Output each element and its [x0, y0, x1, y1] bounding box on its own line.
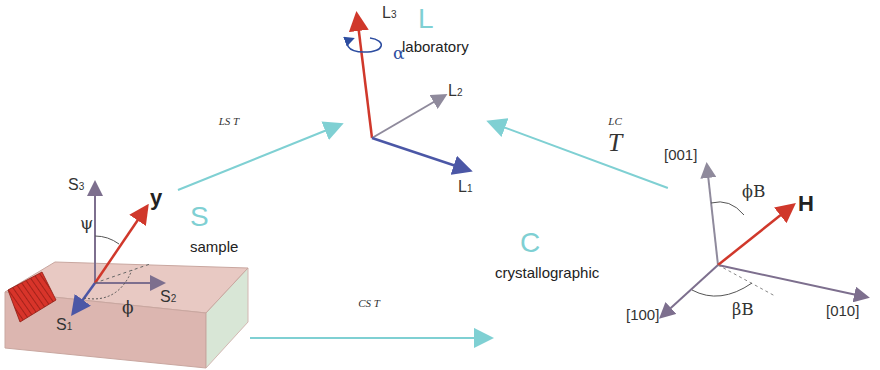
transform-arrow — [178, 125, 340, 190]
axis-label: L3 — [382, 4, 396, 24]
frame-name: laboratory — [402, 38, 469, 56]
axis-label: S2 — [160, 288, 176, 308]
transform-label: LC T — [604, 110, 626, 154]
sample-axes — [74, 184, 162, 312]
crystal-axes — [662, 166, 866, 316]
sample-block — [5, 262, 248, 368]
axis-label: [001] — [664, 146, 697, 164]
transform-label: LS T — [218, 110, 240, 132]
axis-label: H — [798, 192, 814, 216]
axis-label: βB — [732, 300, 754, 319]
axis-label: [100] — [626, 306, 659, 324]
frame-letter: S — [190, 202, 209, 232]
axis-label: L1 — [458, 178, 472, 198]
frame-node: Llaboratory — [340, 0, 490, 195]
axis-label: ϕ — [122, 298, 134, 316]
axis-label: α — [393, 44, 404, 62]
frame-name: sample — [190, 238, 238, 256]
transform-arrow — [250, 337, 490, 339]
transform-arrow — [490, 122, 668, 188]
frame-name: crystallographic — [495, 264, 599, 282]
frame-node: Ssample — [5, 190, 250, 368]
axis-label: S3 — [68, 176, 84, 196]
transform-label: CS T — [358, 292, 380, 314]
laboratory-axes — [348, 16, 468, 170]
axis-label: [010] — [826, 302, 859, 320]
axis-label: ϕB — [742, 182, 765, 201]
frame-letter: L — [418, 4, 434, 34]
axis-label: S1 — [56, 316, 72, 336]
frame-node: Ccrystallographic — [490, 188, 875, 365]
frame-letter: C — [520, 228, 540, 258]
axis-label: L2 — [448, 82, 462, 102]
axis-label: ψ — [80, 214, 93, 232]
axis-label: y — [150, 186, 162, 210]
